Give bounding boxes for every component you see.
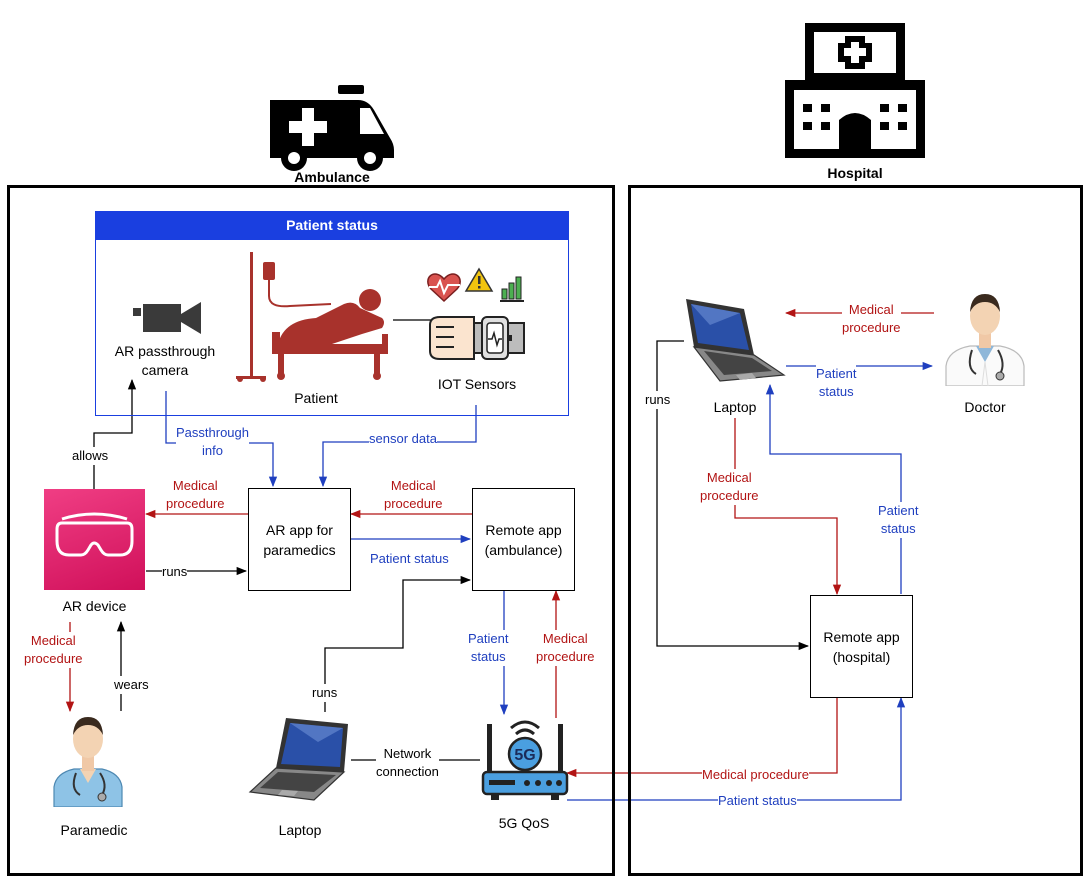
edge-label-arapp-to-device: Medical procedure: [166, 477, 225, 513]
edge-label-hosp-to-router: Medical procedure: [702, 766, 809, 784]
edge-label-sensor-data: sensor data: [369, 430, 437, 448]
ambulance-title: Ambulance: [294, 169, 370, 185]
ambulance-icon: [270, 85, 394, 171]
edge-label-device-to-paramedic: Medical procedure: [24, 632, 83, 668]
camera-label: AR passthrough camera: [114, 343, 216, 378]
svg-text:5G: 5G: [514, 747, 535, 764]
smartwatch-sensor-icon: [427, 267, 525, 360]
hospital-icon: [785, 23, 925, 158]
5g-router-icon: 5G: [481, 720, 569, 800]
edge-label-laptop-runs: runs: [312, 684, 338, 702]
laptop-icon: [686, 299, 786, 382]
iot-label: IOT Sensors: [437, 376, 517, 392]
laptop-hospital-label: Laptop: [713, 399, 757, 415]
edge-laptop-runs: [324, 575, 472, 712]
edge-label-network: Network connection: [376, 745, 439, 781]
vr-headset-glyph: [55, 512, 134, 557]
router-label: 5G QoS: [498, 815, 550, 831]
edge-label-laptop-to-doctor: Patient status: [816, 365, 857, 401]
edge-label-remote-to-router: Patient status: [468, 630, 509, 666]
ambulance-frame: [7, 185, 615, 876]
patient-sensor-link: [393, 319, 433, 321]
vr-headset-icon: [44, 489, 145, 590]
edge-hosp-laptop-runs: [656, 340, 810, 651]
video-camera-icon: [133, 302, 201, 334]
edge-label-allows: allows: [72, 447, 109, 465]
patient-status-header: Patient status: [95, 211, 569, 240]
doctor-icon: [945, 294, 1025, 386]
hospital-title: Hospital: [827, 165, 883, 181]
remote-app-hospital-node: Remote app (hospital): [810, 595, 913, 698]
laptop-icon: [248, 718, 348, 801]
doctor-label: Doctor: [964, 399, 1006, 415]
edge-label-passthrough: Passthrough info: [176, 424, 249, 460]
paramedic-label: Paramedic: [60, 822, 128, 838]
edge-label-device-runs: runs: [162, 563, 188, 581]
edge-label-doctor-to-laptop: Medical procedure: [842, 301, 901, 337]
edge-label-router-to-remote: Medical procedure: [536, 630, 595, 666]
edge-label-laptop-to-hosp: Medical procedure: [700, 469, 759, 505]
patient-label: Patient: [294, 390, 338, 406]
laptop-ambulance-label: Laptop: [278, 822, 322, 838]
edge-label-arapp-to-remote: Patient status: [370, 550, 449, 568]
edge-router-to-hosp: [567, 696, 906, 801]
edge-label-remote-to-arapp: Medical procedure: [384, 477, 443, 513]
edge-label-router-to-hosp: Patient status: [718, 792, 797, 810]
remote-app-ambulance-node: Remote app (ambulance): [472, 488, 575, 591]
edge-laptop-to-hosp: [734, 418, 842, 596]
paramedic-icon: [53, 717, 123, 807]
hospital-frame: [628, 185, 1083, 876]
edge-hosp-to-router: [565, 697, 838, 778]
patient-bed-icon: [236, 252, 388, 382]
ar-app-node: AR app for paramedics: [248, 488, 351, 591]
edge-label-hosp-to-laptop: Patient status: [878, 502, 919, 538]
ar-device-label: AR device: [62, 598, 127, 614]
edge-label-hosp-laptop-runs: runs: [645, 391, 671, 409]
edge-label-wears: wears: [114, 676, 149, 694]
